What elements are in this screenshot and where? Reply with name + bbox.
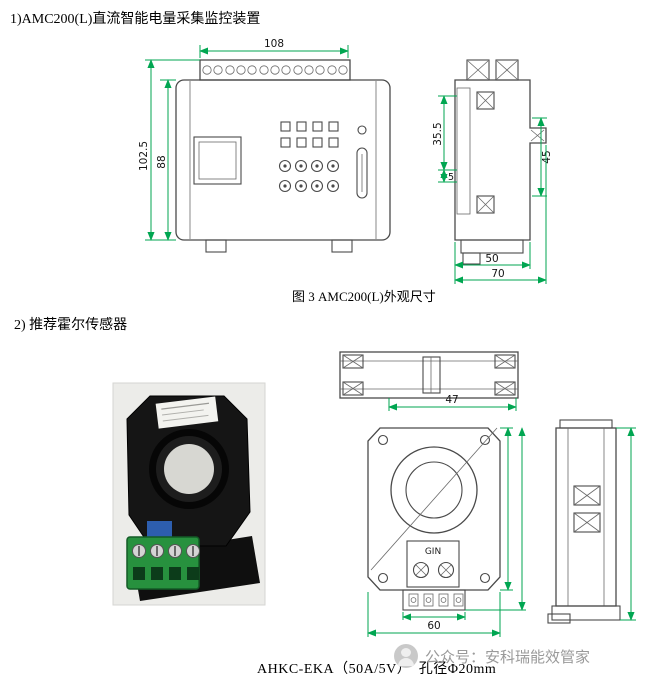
gin-terminal-box: GIN bbox=[406, 540, 460, 588]
dim-5: 5 bbox=[438, 169, 457, 183]
sensor-side-view bbox=[547, 419, 636, 624]
watermark-text: 公众号：安科瑞能效管家 bbox=[425, 649, 591, 666]
amc200-front-view: 108 bbox=[138, 38, 391, 253]
sensor-photo-hole bbox=[164, 444, 214, 494]
sensor-top-view: 47 bbox=[339, 351, 519, 411]
dim-35-5: 35.5 bbox=[432, 95, 457, 171]
sensor-photo bbox=[112, 382, 266, 606]
side-profile bbox=[454, 79, 547, 265]
sensor-aperture-outer bbox=[390, 446, 478, 534]
dim-47: 47 bbox=[388, 394, 517, 411]
svg-text:35.5: 35.5 bbox=[432, 122, 444, 145]
front-mount-holes bbox=[377, 434, 491, 584]
dim-width-108: 108 bbox=[199, 38, 349, 58]
section1-title: 1)AMC200(L)直流智能电量采集监控装置 bbox=[10, 12, 261, 27]
indicator-and-slot bbox=[356, 125, 368, 199]
svg-text:5: 5 bbox=[448, 172, 454, 183]
sensor-aperture-inner bbox=[405, 461, 463, 519]
sensor-caption: AHKC-EKA（50A/5V） 孔径Φ20mm bbox=[257, 662, 497, 677]
side-view-hatch bbox=[573, 485, 601, 533]
sensor-photo-terminal-block bbox=[126, 536, 200, 590]
svg-text:45: 45 bbox=[541, 150, 553, 163]
svg-text:70: 70 bbox=[491, 268, 504, 280]
svg-text:60: 60 bbox=[427, 620, 440, 632]
svg-text:50: 50 bbox=[485, 253, 498, 265]
side-terminals bbox=[466, 59, 519, 81]
front-right-dims bbox=[465, 427, 526, 611]
display-screen bbox=[193, 136, 242, 185]
dim-height-102-5: 102.5 bbox=[138, 59, 200, 241]
svg-text:GIN: GIN bbox=[425, 547, 441, 557]
dim-70: 70 bbox=[454, 145, 547, 284]
din-feet bbox=[205, 239, 353, 253]
diameter-leader-line bbox=[370, 427, 498, 571]
terminal-strip bbox=[199, 59, 351, 81]
sensor-photo-blue-part bbox=[147, 521, 172, 538]
dim-height-88: 88 bbox=[156, 79, 176, 241]
figure3-caption: 图 3 AMC200(L)外观尺寸 bbox=[292, 289, 436, 304]
top-view-mount-tabs bbox=[342, 354, 516, 396]
button-grid bbox=[280, 121, 339, 148]
bottom-pin-strip bbox=[402, 589, 466, 611]
sensor-front-view: GIN bbox=[367, 427, 526, 637]
side-hatch-marks bbox=[476, 91, 495, 214]
amc200-side-view: 35.5 5 45 50 70 bbox=[432, 59, 553, 284]
device-body bbox=[175, 79, 391, 241]
knob-grid bbox=[278, 159, 340, 193]
svg-text:102.5: 102.5 bbox=[138, 141, 150, 171]
svg-text:88: 88 bbox=[156, 155, 168, 168]
section2-title: 2) 推荐霍尔传感器 bbox=[14, 318, 128, 333]
wechat-official-account-icon bbox=[394, 644, 418, 668]
side-view-dim bbox=[616, 427, 636, 621]
sensor-photo-label bbox=[155, 396, 219, 429]
dim-50: 50 bbox=[454, 242, 531, 284]
watermark: 公众号：安科瑞能效管家 bbox=[394, 644, 590, 668]
dim-45: 45 bbox=[532, 117, 553, 197]
svg-text:47: 47 bbox=[445, 394, 458, 406]
front-bottom-dims: 60 bbox=[367, 592, 501, 637]
svg-text:108: 108 bbox=[264, 38, 284, 50]
